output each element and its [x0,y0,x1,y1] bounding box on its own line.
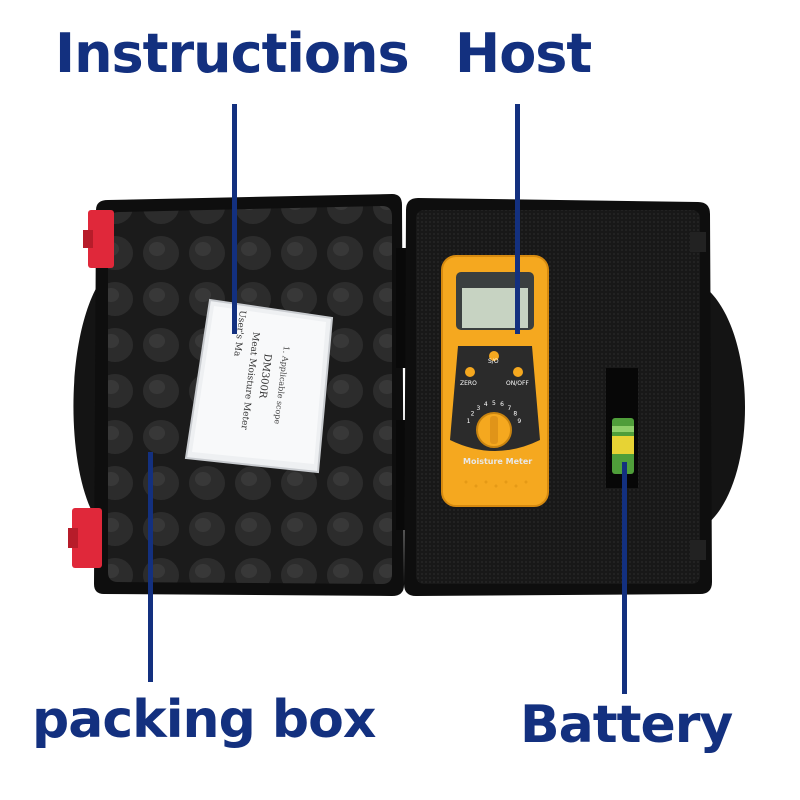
device-name: Moisture Meter [463,457,532,466]
dial-number: 5 [492,400,496,407]
onoff-button[interactable] [513,367,523,377]
packing-box-callout-line [148,452,153,682]
instructions-manual: User's Ma Meat Moisture Meter DM300R 1. … [184,298,334,474]
manual-line-3: DM300R [256,353,272,399]
host-label: Host [455,22,592,85]
so-button[interactable] [489,351,499,361]
dial-number: 9 [517,418,521,425]
instructions-callout-line [232,104,237,334]
latch-bottom [68,508,102,568]
dial-number: 7 [508,405,512,412]
onoff-label: ON/OFF [506,380,529,387]
dial-number: 3 [477,405,481,412]
battery [612,418,634,474]
dial-number: 1 [467,418,471,425]
battery-callout-line [622,462,627,694]
battery-label: Battery [520,695,733,755]
dial-number: 4 [484,401,488,408]
so-label: S/O [488,358,499,365]
dial-number: 6 [500,401,504,408]
latch-top [83,210,114,268]
dial-number: 8 [513,411,517,418]
zero-button[interactable] [465,367,475,377]
zero-label: ZERO [460,380,477,387]
instructions-label: Instructions [55,22,410,85]
packing-box-label: packing box [32,690,376,750]
host-callout-line [515,104,520,334]
dial-number: 2 [471,411,475,418]
